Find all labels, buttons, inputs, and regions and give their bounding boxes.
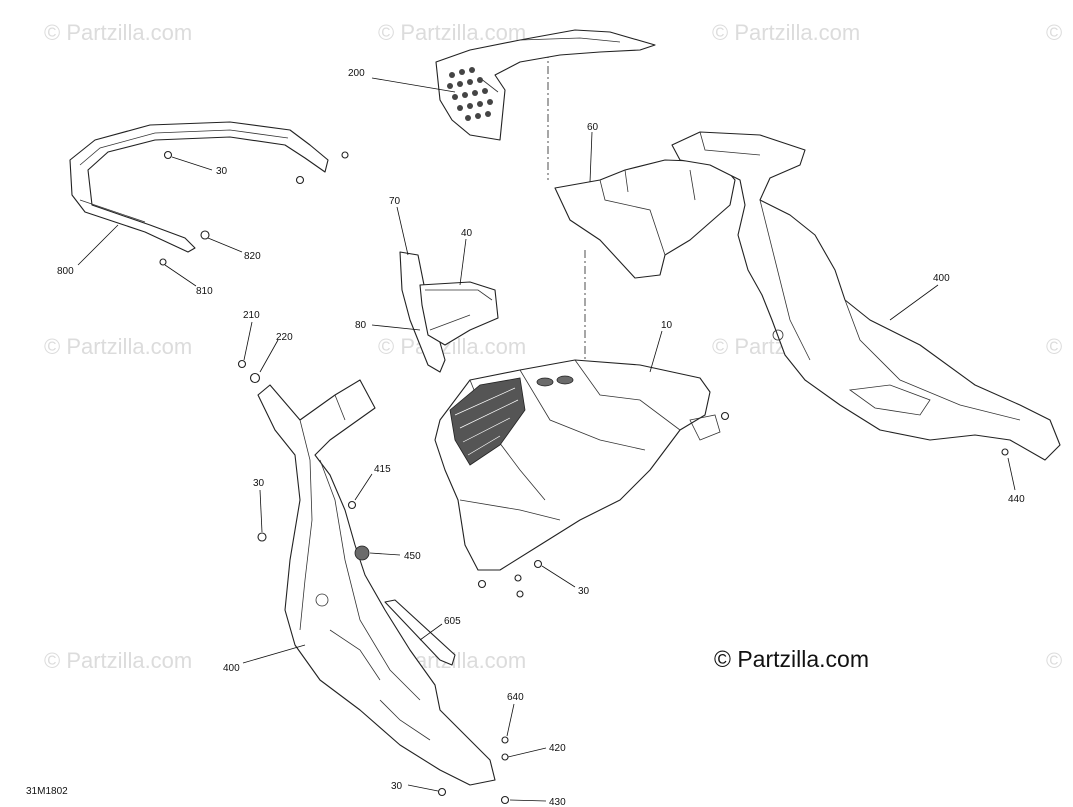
copyright-notice: © Partzilla.com [714,646,869,672]
callout-820: 820 [244,251,261,262]
callout-30: 30 [253,478,265,489]
part-small-panel [399,251,499,373]
watermark: © Partzilla.com [44,334,193,359]
watermark-symbol: © [1046,648,1063,673]
callout-605: 605 [444,616,461,627]
callout-810: 810 [196,286,213,297]
callout-30: 30 [216,166,228,177]
callout-60: 60 [587,122,599,133]
callout-70: 70 [389,196,401,207]
callout-420: 420 [549,743,566,754]
watermark-symbol: © [1046,20,1063,45]
part-vent-cover [435,29,656,141]
callout-440: 440 [1008,494,1025,505]
callout-430: 430 [549,797,566,807]
callout-220: 220 [276,332,293,343]
part-side-panel-left [257,379,496,786]
leader-lines [77,77,1016,802]
part-side-panel-right [671,131,1061,461]
watermark: © Partzilla.com [44,20,193,45]
callout-415: 415 [374,464,391,475]
fasteners [159,150,1009,805]
watermark: © Partzilla.com [44,648,193,673]
diagram-code: 31M1802 [26,786,68,797]
callout-10: 10 [661,320,673,331]
callout-30: 30 [391,781,403,792]
callout-80: 80 [355,320,367,331]
callout-200: 200 [348,68,365,79]
part-handle-bar [69,121,329,253]
callout-450: 450 [404,551,421,562]
callout-40: 40 [461,228,473,239]
watermark-symbol: © [1046,334,1063,359]
callout-30: 30 [578,586,590,597]
part-front-housing [434,359,721,571]
callout-800: 800 [57,266,74,277]
callout-400: 400 [933,273,950,284]
part-side-duct [554,159,736,279]
callout-400: 400 [223,663,240,674]
callout-640: 640 [507,692,524,703]
callout-210: 210 [243,310,260,321]
watermark: © Partzilla.com [712,20,861,45]
watermark: © Partzilla.com [378,20,527,45]
